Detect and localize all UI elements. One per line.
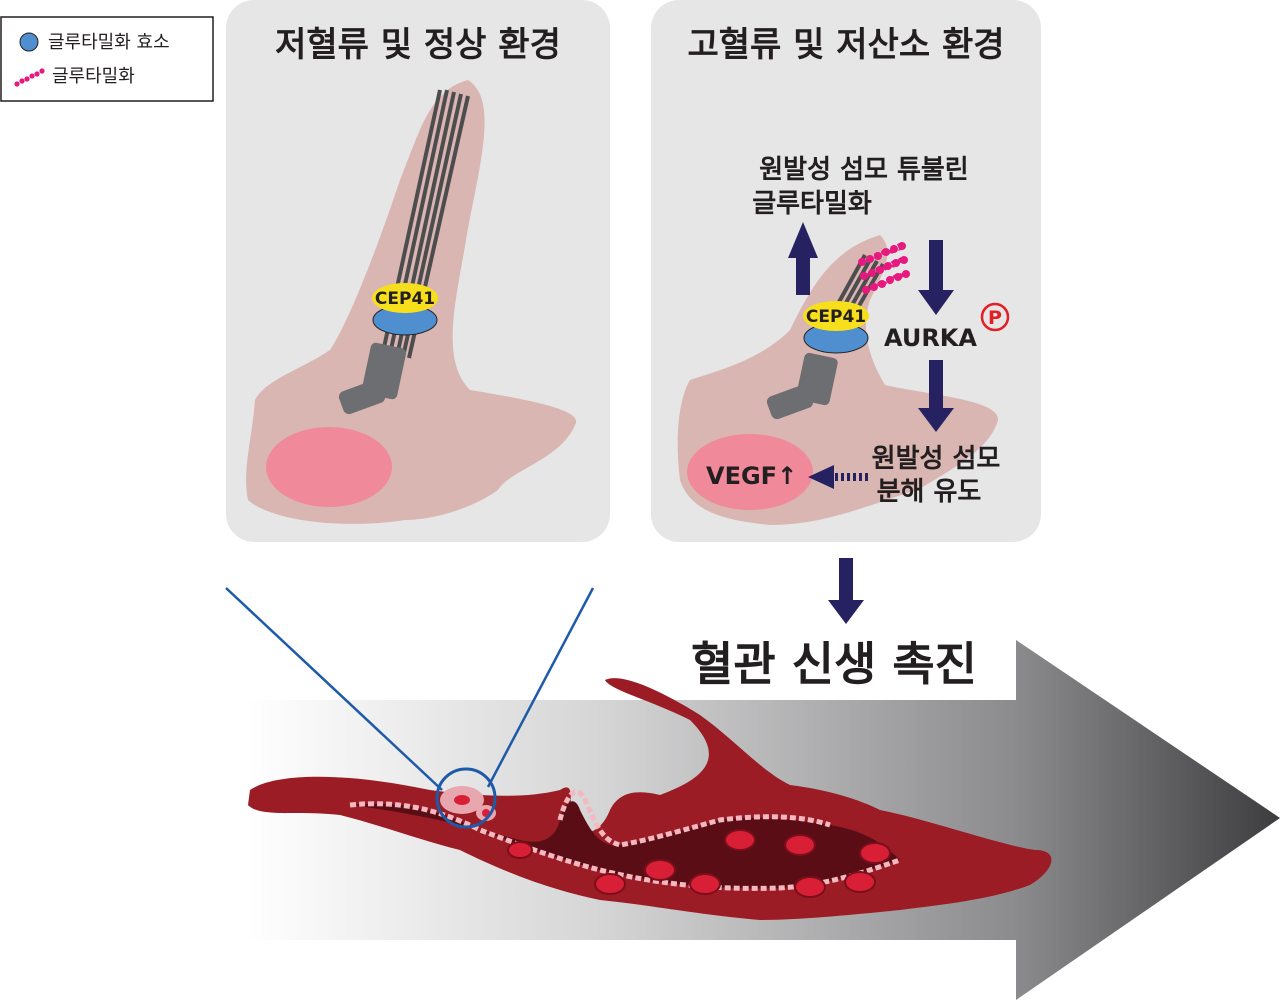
cep41-protein-right bbox=[803, 301, 869, 331]
down-arrow-aurka bbox=[918, 240, 954, 315]
centriole-left bbox=[338, 342, 407, 415]
panel-left-title: 저혈류 및 정상 환경 bbox=[275, 25, 561, 65]
cep41-protein-left bbox=[372, 283, 438, 313]
down-arrow-disassembly bbox=[918, 360, 954, 432]
nucleus-right bbox=[687, 434, 813, 510]
glutamylation-text-line2: 글루타밀화 bbox=[752, 189, 872, 219]
panel-right-title: 고혈류 및 저산소 환경 bbox=[687, 25, 1004, 65]
legend-box bbox=[0, 16, 214, 102]
cep41-label-right: CEP41 bbox=[806, 307, 866, 327]
legend-glutamylation-label: 글루타밀화 bbox=[52, 66, 135, 87]
tip-cell bbox=[440, 786, 496, 821]
zoom-circle bbox=[435, 767, 497, 829]
panel-high-flow: 고혈류 및 저산소 환경 원발성 섬모 튜불린 글루타밀화 CEP bbox=[651, 0, 1041, 542]
legend-enzyme-label: 글루타밀화 효소 bbox=[48, 32, 170, 53]
centriole-right bbox=[766, 352, 838, 420]
aurka-label: AURKA bbox=[884, 324, 977, 352]
glutamylation-text-line1: 원발성 섬모 튜불린 bbox=[759, 155, 968, 185]
result-label: 혈관 신생 촉진 bbox=[691, 637, 977, 691]
blood-vessel bbox=[248, 678, 1052, 920]
legend-glutamylation-swatch bbox=[14, 68, 45, 87]
vegf-label: VEGF↑ bbox=[706, 462, 797, 490]
legend-enzyme-swatch bbox=[19, 32, 39, 52]
legend: 글루타밀화 효소 글루타밀화 bbox=[0, 16, 214, 102]
up-arrow-glutamylation bbox=[788, 222, 818, 295]
glutamylation-chains-right bbox=[858, 241, 912, 294]
cep41-label-left: CEP41 bbox=[375, 289, 435, 309]
zoom-line-left bbox=[225, 587, 443, 791]
disassembly-text-line2: 분해 유도 bbox=[877, 477, 982, 507]
dashed-arrow-to-vegf bbox=[808, 465, 868, 489]
phospho-label: P bbox=[988, 307, 1002, 329]
panel-low-flow: 저혈류 및 정상 환경 CEP41 bbox=[226, 0, 610, 542]
nucleus-left bbox=[266, 427, 392, 507]
phospho-circle bbox=[980, 302, 1010, 332]
zoom-line-right bbox=[486, 587, 595, 788]
down-arrow-result bbox=[828, 558, 864, 624]
disassembly-text-line1: 원발성 섬모 bbox=[872, 444, 1001, 474]
red-blood-cells bbox=[507, 829, 891, 898]
